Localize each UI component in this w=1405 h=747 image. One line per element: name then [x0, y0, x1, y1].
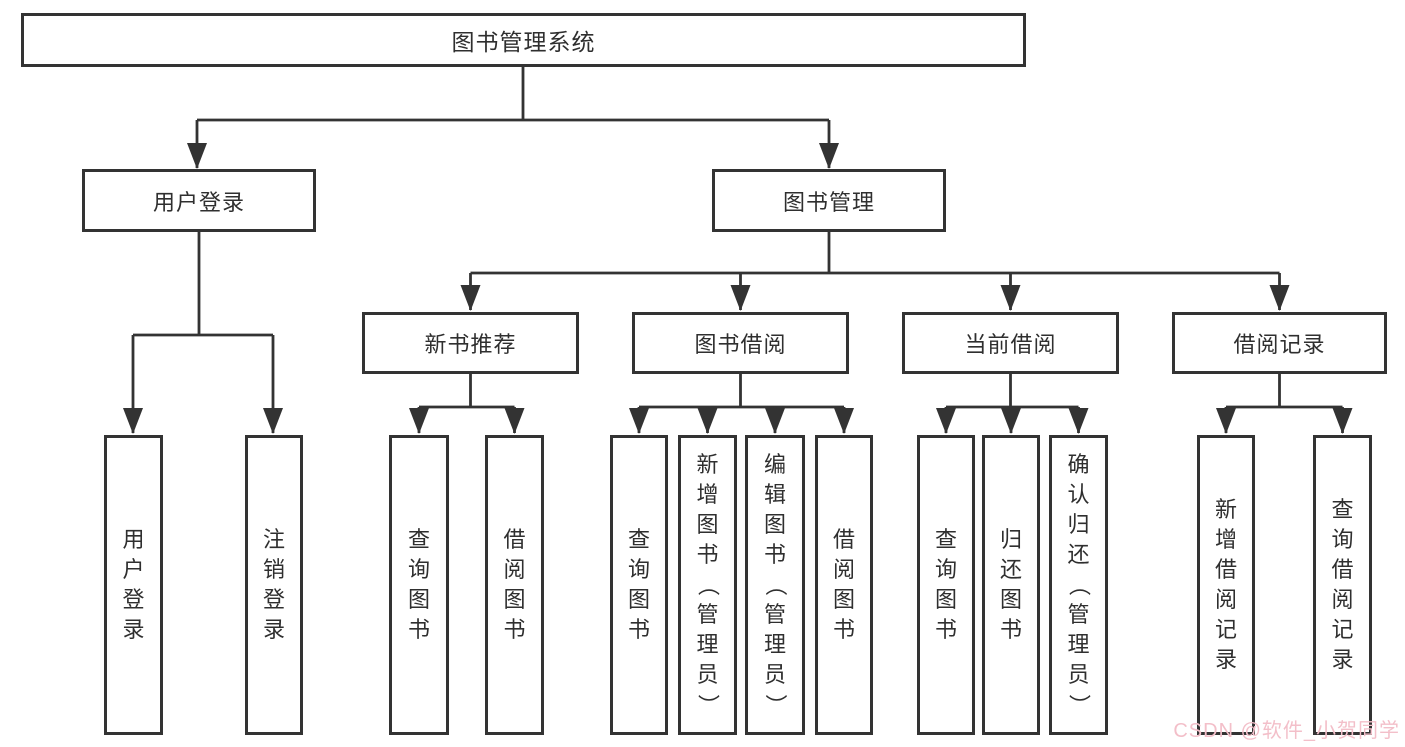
node-user-login: 用户登录	[82, 169, 316, 232]
leaf-borrow-books-borrowing: 借阅图书	[815, 435, 873, 735]
tree-trunk-lines	[133, 67, 1343, 409]
leaf-logout: 注销登录	[245, 435, 303, 735]
node-borrowing-records: 借阅记录	[1172, 312, 1387, 374]
leaf-query-books-borrowing: 查询图书	[610, 435, 668, 735]
csdn-watermark: CSDN @软件_小贺同学	[1173, 720, 1400, 742]
leaf-confirm-return-admin: 确认归还（管理员）	[1049, 435, 1108, 735]
arrow-drops	[123, 120, 1353, 434]
leaf-query-books-current: 查询图书	[917, 435, 975, 735]
leaf-user-login: 用户登录	[104, 435, 163, 735]
leaf-add-borrow-record: 新增借阅记录	[1197, 435, 1255, 735]
leaf-borrow-books-recommend: 借阅图书	[485, 435, 544, 735]
leaf-add-books-admin: 新增图书（管理员）	[678, 435, 737, 735]
node-new-book-recommendation: 新书推荐	[362, 312, 579, 374]
leaf-query-borrow-record: 查询借阅记录	[1313, 435, 1372, 735]
leaf-return-books: 归还图书	[982, 435, 1040, 735]
node-book-borrowing: 图书借阅	[632, 312, 849, 374]
node-current-borrowing: 当前借阅	[902, 312, 1119, 374]
leaf-query-books-recommend: 查询图书	[389, 435, 449, 735]
leaf-edit-books-admin: 编辑图书（管理员）	[745, 435, 805, 735]
node-book-management: 图书管理	[712, 169, 946, 232]
node-library-management-system: 图书管理系统	[21, 13, 1026, 67]
